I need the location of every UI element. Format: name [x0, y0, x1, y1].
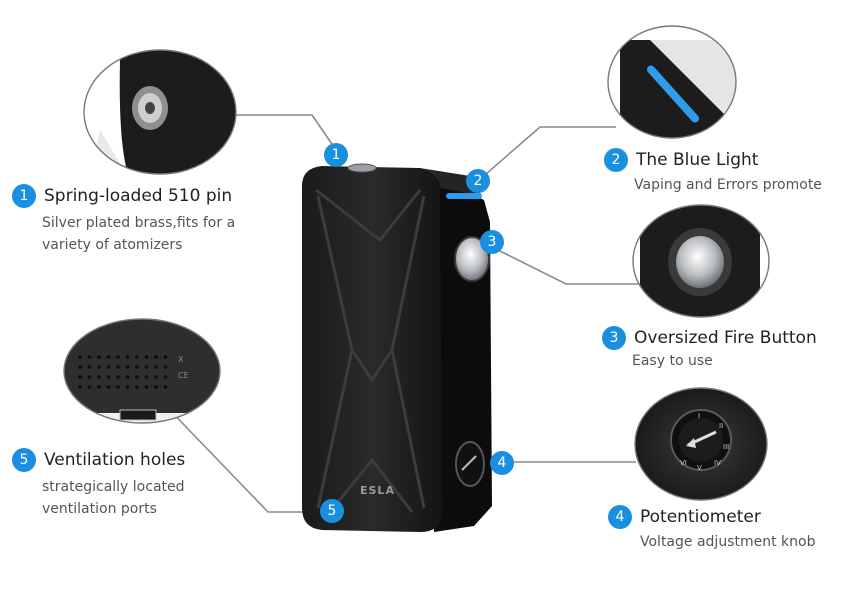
svg-text:V: V: [697, 464, 702, 472]
vent-hole: [154, 365, 158, 369]
vent-hole: [163, 355, 168, 359]
marker-3: 3: [480, 230, 504, 254]
pin-510: [347, 163, 377, 173]
vent-hole: [87, 375, 92, 379]
vent-hole: [106, 365, 111, 369]
svg-text:CE: CE: [178, 371, 189, 380]
vent-hole: [97, 385, 101, 389]
callout-desc-line: Vaping and Errors promote: [634, 177, 822, 193]
callout-desc-line: variety of atomizers: [42, 237, 183, 253]
vent-hole: [135, 355, 139, 359]
vent-hole: [144, 385, 149, 389]
vent-hole: [116, 365, 120, 369]
vent-hole: [97, 355, 101, 359]
vent-hole: [125, 355, 130, 359]
marker-4: 4: [490, 451, 514, 475]
leader-line-3: [491, 246, 640, 285]
vent-hole: [154, 355, 158, 359]
callout-desc-line: ventilation ports: [42, 501, 157, 517]
callout-potentiometer: 4 Potentiometer Voltage adjustment knob: [608, 505, 815, 553]
svg-text:VI: VI: [680, 459, 687, 467]
potentiometer-knob: [455, 441, 485, 487]
svg-text:I: I: [698, 412, 700, 420]
callout-title: Spring-loaded 510 pin: [44, 186, 233, 206]
zoom-fire-button: [632, 204, 770, 318]
callout-desc-line: Voltage adjustment knob: [640, 534, 816, 550]
svg-text:III: III: [723, 443, 729, 451]
vent-hole: [106, 385, 111, 389]
callout-title: Potentiometer: [640, 507, 761, 527]
zoom-ventilation-holes: CE X: [63, 318, 221, 424]
marker-1: 1: [324, 143, 348, 167]
svg-text:X: X: [178, 355, 184, 364]
marker-2: 2: [466, 169, 490, 193]
blue-light: [446, 193, 482, 199]
vent-hole: [116, 355, 120, 359]
vent-hole: [87, 365, 92, 369]
callout-badge: 1: [12, 184, 36, 208]
device-top: [322, 166, 482, 196]
zoom-blue-light: [607, 25, 737, 139]
callout-desc-line: strategically located: [42, 479, 185, 495]
svg-text:IV: IV: [714, 459, 721, 467]
callout-title: The Blue Light: [636, 150, 759, 170]
brand-logo: ESLA: [360, 484, 395, 497]
callout-desc-line: Silver plated brass,fits for a: [42, 215, 236, 231]
vent-hole: [125, 375, 130, 379]
callout-badge: 2: [604, 148, 628, 172]
vent-hole: [106, 355, 111, 359]
callout-blue-light: 2 The Blue Light Vaping and Errors promo…: [604, 148, 822, 196]
vent-hole: [97, 375, 101, 379]
callout-510-pin: 1 Spring-loaded 510 pin Silver plated br…: [12, 184, 235, 256]
device-body: [302, 166, 442, 532]
vent-hole: [78, 365, 82, 369]
x-pattern: [315, 188, 426, 513]
callout-badge: 3: [602, 326, 626, 350]
fire-button: [454, 236, 490, 282]
vent-hole: [163, 385, 168, 389]
vent-hole: [116, 375, 120, 379]
vent-hole: [144, 365, 149, 369]
vent-hole: [154, 385, 158, 389]
vent-hole: [125, 365, 130, 369]
vent-hole: [135, 385, 139, 389]
vent-hole: [135, 375, 139, 379]
callout-desc-line: Easy to use: [632, 353, 713, 369]
vent-hole: [97, 365, 101, 369]
vent-hole: [116, 385, 120, 389]
vent-hole: [163, 365, 168, 369]
callout-ventilation-holes: 5 Ventilation holes strategically locate…: [12, 448, 185, 520]
callout-title: Ventilation holes: [44, 450, 186, 470]
vent-hole: [78, 385, 82, 389]
callout-badge: 5: [12, 448, 36, 472]
vent-hole: [154, 375, 158, 379]
callout-badge: 4: [608, 505, 632, 529]
leader-line-1: [232, 114, 337, 151]
vent-hole: [87, 385, 92, 389]
callout-title: Oversized Fire Button: [634, 328, 817, 348]
vent-hole: [87, 355, 92, 359]
vent-hole: [163, 375, 168, 379]
callout-fire-button: 3 Oversized Fire Button Easy to use: [602, 326, 817, 372]
vent-hole: [144, 375, 149, 379]
vent-hole: [78, 355, 82, 359]
vent-hole: [106, 375, 111, 379]
zoom-510-pin: [83, 49, 237, 175]
vent-hole: [135, 365, 139, 369]
leader-line-2: [477, 126, 616, 182]
vent-hole: [125, 385, 130, 389]
vent-hole: [78, 375, 82, 379]
zoom-potentiometer: I II III IV V VI: [634, 387, 768, 501]
marker-5: 5: [320, 499, 344, 523]
svg-text:II: II: [719, 422, 723, 430]
vent-hole: [144, 355, 149, 359]
